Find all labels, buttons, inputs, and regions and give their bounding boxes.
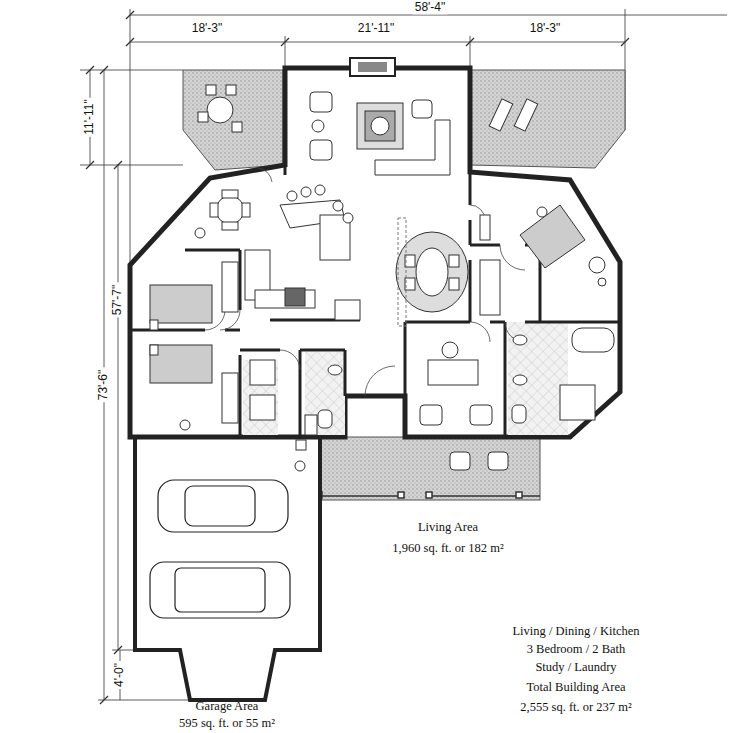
- dimension-label: 73'-6": [97, 368, 110, 403]
- dimension-label: 57'-7": [111, 283, 124, 318]
- note-text: Living / Dining / Kitchen: [512, 625, 639, 639]
- note-text: 2,555 sq. ft. or 237 m²: [520, 701, 631, 715]
- note-text: 3 Bedroom / 2 Bath: [527, 643, 626, 657]
- area-label: Living Area: [418, 521, 478, 535]
- dimension-label: 11'-11": [83, 97, 96, 136]
- area-label: 595 sq. ft. or 55 m²: [179, 717, 275, 731]
- area-label: 1,960 sq. ft. or 182 m²: [392, 542, 503, 556]
- note-text: Total Building Area: [526, 681, 625, 695]
- area-label: Garage Area: [196, 700, 259, 714]
- dimension-label: 4'-0": [113, 661, 126, 689]
- note-text: Study / Laundry: [535, 661, 616, 675]
- dimension-label: 18'-3": [528, 22, 563, 35]
- dimension-label: 58'-4": [413, 1, 448, 14]
- dimension-label: 21'-11": [356, 22, 396, 35]
- dimension-label: 18'-3": [190, 22, 225, 35]
